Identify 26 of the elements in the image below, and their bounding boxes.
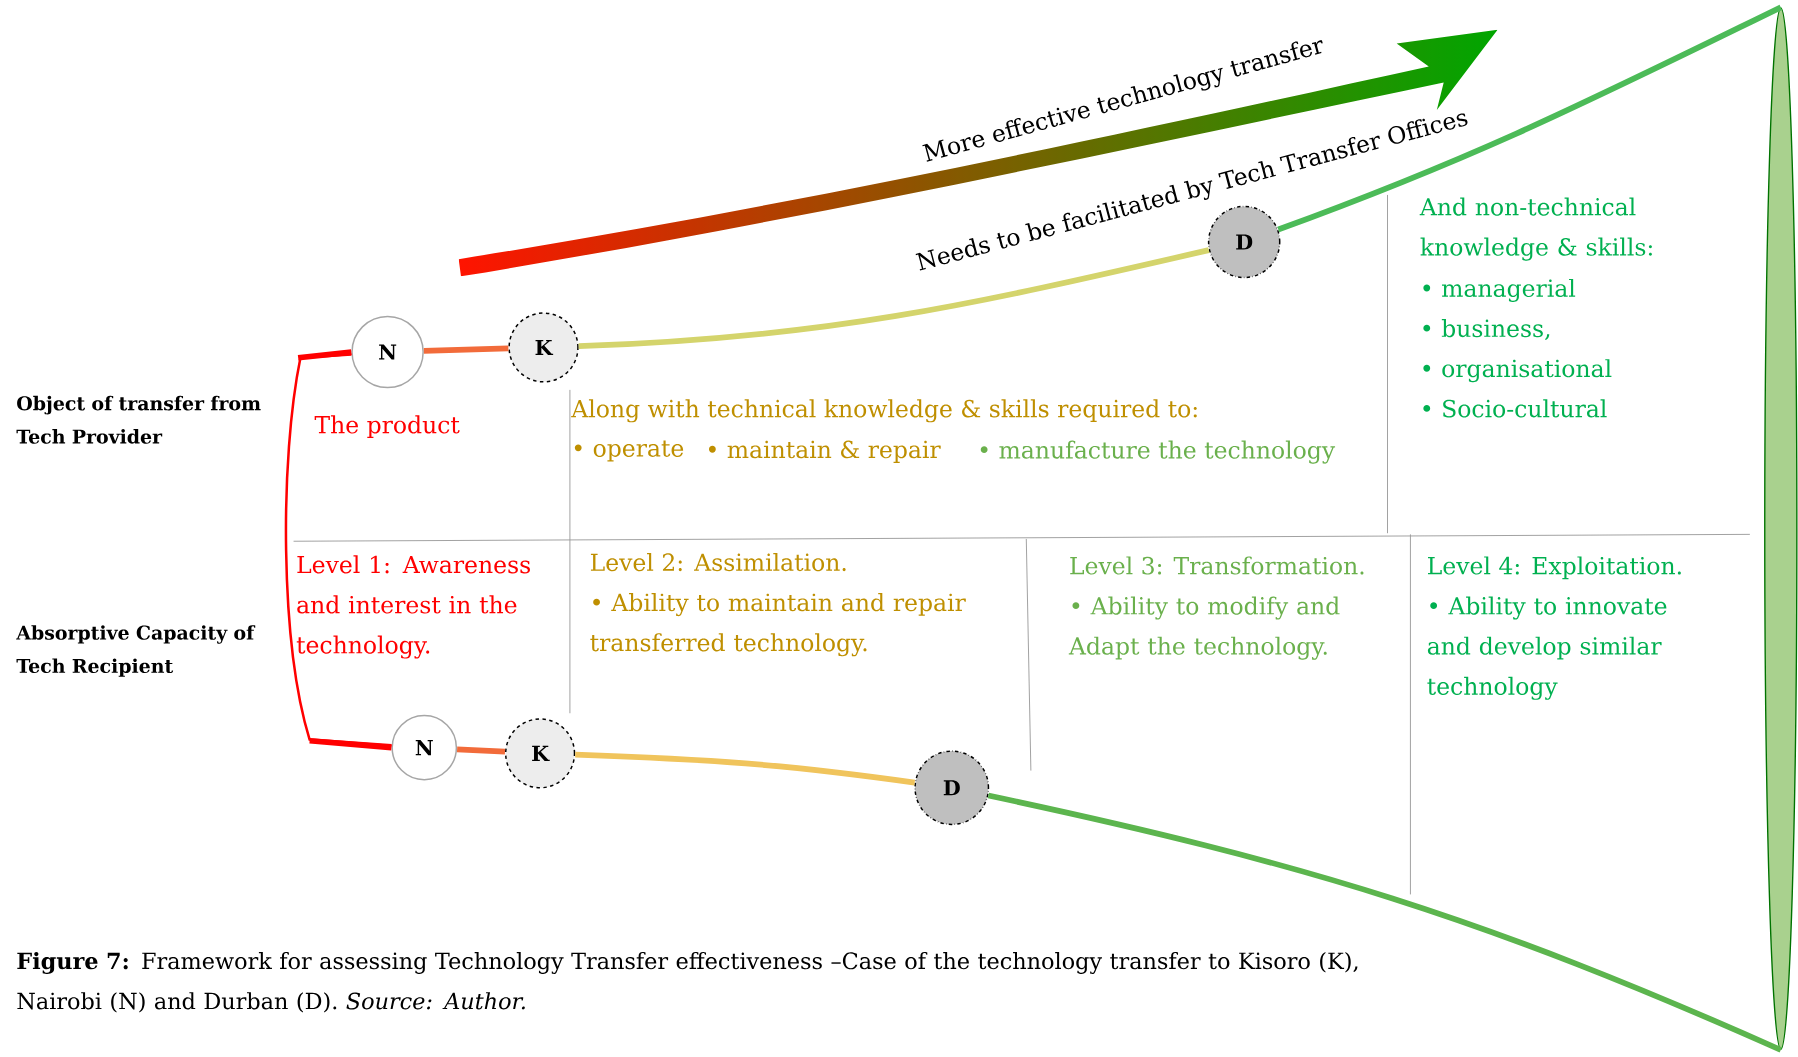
cell-text: The product [314,415,460,438]
funnel-line [578,247,1210,349]
cell-text: • Ability to modify and Adapt the technology. [1068,596,1340,660]
cell-text: Level 3: Transformation. [1070,556,1364,575]
funnel-line [987,792,1782,1053]
row-label: Object of transfer from Tech Provider [16,395,261,444]
cell-text: • Ability to maintain and repair transferred technology. [590,592,966,657]
funnel-line [423,345,509,354]
bullet-item: • business, [1423,318,1550,340]
cell-text: • Ability to innovate and develop similar technology [1427,596,1667,700]
bullet-item: • manufacture the technology [980,440,1336,464]
cell-text: And non-technical knowledge & skills: [1419,197,1652,261]
bracket-line [284,349,392,751]
bullet-item: • maintain & repair [709,440,941,463]
bullet-item: • managerial [1423,278,1576,302]
bullet-item: • Socio-cultural [1423,399,1607,418]
figure-caption: Figure 7: Framework for assessing Technology Transfer effectiveness –Case of the technology transfer to Kisoro (K), Nairobi (N) and Durban (D). Source: Author. [17,951,1358,1013]
bullet-item: • operate [574,440,684,462]
cell-text: Level 2: Assimilation. [590,552,846,572]
row-label: Absorptive Capacity of Tech Recipient [16,625,256,677]
funnel-line [575,751,916,786]
funnel-ellipse [1764,7,1798,1050]
cell-text: Level 1: Awareness and interest in the technology. [296,555,530,659]
bullet-item: • organisational [1423,359,1612,383]
funnel-line [1277,4,1783,233]
funnel-line [456,746,506,755]
